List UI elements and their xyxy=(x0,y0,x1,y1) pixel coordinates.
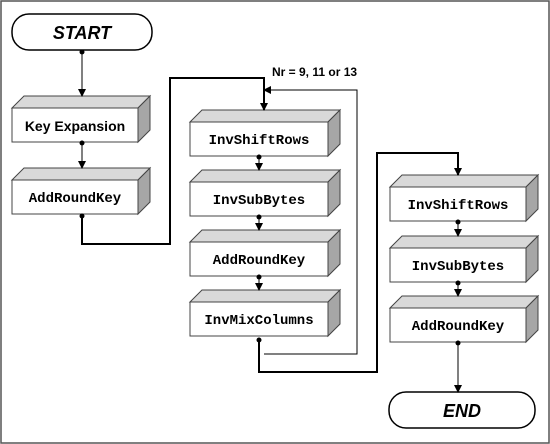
inv-mix-columns-label: InvMixColumns xyxy=(204,313,313,329)
box-inv-shift-rows-loop: InvShiftRows xyxy=(188,108,342,158)
box-inv-mix-columns: InvMixColumns xyxy=(188,288,342,338)
add-round-key-loop-label: AddRoundKey xyxy=(213,253,306,269)
key-expansion-label: Key Expansion xyxy=(25,118,125,134)
start-terminal: START xyxy=(11,13,153,51)
add-round-key-initial-label: AddRoundKey xyxy=(29,191,122,207)
box-inv-sub-bytes-loop: InvSubBytes xyxy=(188,168,342,218)
end-terminal: END xyxy=(388,391,536,429)
box-inv-sub-bytes-final: InvSubBytes xyxy=(388,234,540,284)
connector-add-round-key-to-mix-columns xyxy=(255,274,263,291)
connector-sub-bytes-to-add-round-key xyxy=(255,214,263,231)
box-add-round-key-initial: AddRoundKey xyxy=(10,166,152,216)
connector-start-to-key-expansion xyxy=(78,49,86,97)
connector-final-shift-rows-to-sub-bytes xyxy=(454,219,462,237)
connector-key-expansion-to-add-round-key xyxy=(78,140,86,169)
box-key-expansion: Key Expansion xyxy=(10,94,152,144)
box-add-round-key-final: AddRoundKey xyxy=(388,294,540,344)
box-inv-shift-rows-final: InvShiftRows xyxy=(388,173,540,223)
start-label: START xyxy=(53,23,113,43)
inv-sub-bytes-final-label: InvSubBytes xyxy=(412,259,504,275)
connector-shift-rows-to-sub-bytes xyxy=(255,154,263,171)
connector-to-loop-entry xyxy=(79,77,268,245)
inv-shift-rows-final-label: InvShiftRows xyxy=(408,198,509,214)
connector-final-sub-bytes-to-add-round-key xyxy=(454,280,462,297)
connector-loop-exit-to-final-round xyxy=(256,152,462,373)
box-add-round-key-loop: AddRoundKey xyxy=(188,228,342,278)
inv-sub-bytes-loop-label: InvSubBytes xyxy=(213,193,305,209)
end-label: END xyxy=(443,401,481,421)
connector-final-add-round-key-to-end xyxy=(454,340,462,393)
add-round-key-final-label: AddRoundKey xyxy=(412,319,505,335)
loop-count-label: Nr = 9, 11 or 13 xyxy=(272,65,357,79)
loop-back-connector xyxy=(263,86,358,355)
inv-shift-rows-loop-label: InvShiftRows xyxy=(209,133,310,149)
